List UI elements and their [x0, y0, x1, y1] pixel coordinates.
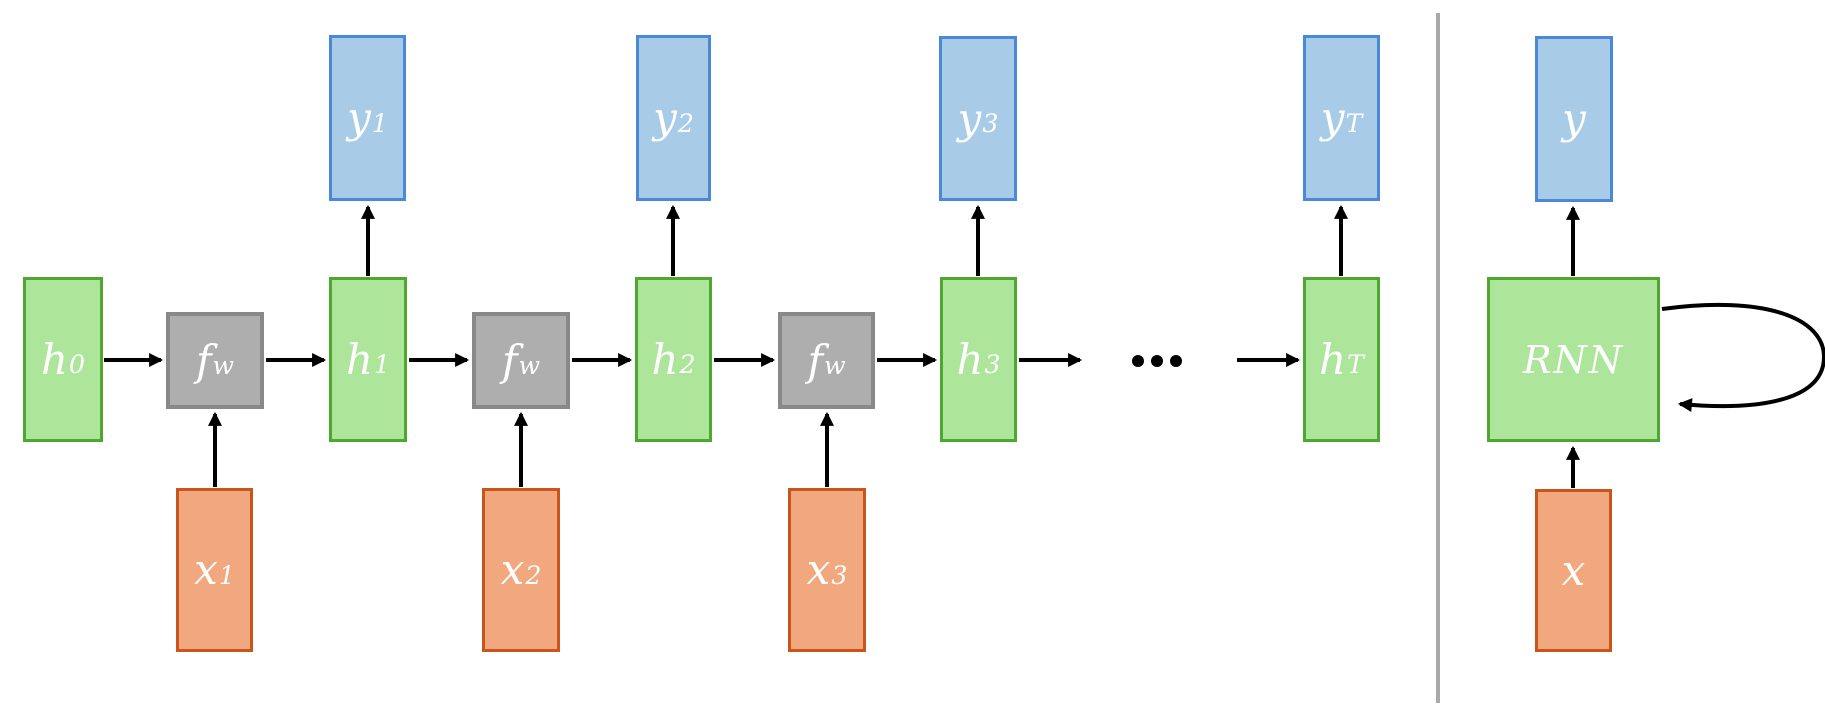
node-label: x — [500, 545, 525, 594]
ellipsis-dot — [1170, 355, 1182, 367]
node-rnn: RNN — [1487, 277, 1660, 442]
node-label-subscript: 1 — [374, 350, 391, 380]
node-label: f — [501, 335, 518, 385]
node-x: x — [1535, 489, 1612, 652]
section-divider-line — [1436, 13, 1440, 703]
node-label: x — [1561, 545, 1586, 595]
node-label: f — [195, 335, 212, 385]
node-label-subscript: 1 — [371, 108, 388, 138]
ellipsis-dot — [1132, 355, 1144, 367]
node-y: y — [1535, 36, 1613, 202]
node-label-subscript: 3 — [982, 109, 999, 139]
node-label-subscript: 3 — [831, 560, 848, 590]
node-label: y — [347, 93, 371, 142]
node-label: f — [807, 335, 823, 385]
node-label-subscript: 1 — [218, 560, 235, 590]
node-label-subscript: w — [212, 351, 235, 381]
node-label: h — [345, 334, 374, 384]
arrow-rnn-self-loop — [1661, 302, 1825, 413]
node-label: RNN — [1522, 337, 1625, 382]
node-label-subscript: 0 — [69, 350, 86, 380]
node-label: h — [1319, 334, 1347, 384]
node-label: y — [1562, 94, 1586, 143]
node-label-subscript: 2 — [525, 560, 542, 590]
node-label-subscript: 3 — [984, 350, 1001, 380]
node-label-subscript: w — [823, 351, 846, 381]
node-label-subscript: T — [1345, 108, 1363, 138]
ellipsis-dot — [1151, 355, 1163, 367]
node-label-subscript: w — [518, 351, 541, 381]
node-label: y — [653, 93, 677, 142]
node-label: h — [956, 334, 984, 384]
node-label: y — [1320, 93, 1345, 142]
node-label: h — [40, 334, 69, 384]
node-label: h — [651, 334, 679, 384]
node-label-subscript: 2 — [679, 350, 696, 380]
node-label-subscript: 2 — [677, 108, 694, 138]
node-label: y — [957, 93, 982, 143]
node-label: x — [806, 545, 831, 594]
node-label: x — [194, 545, 218, 594]
node-label-subscript: T — [1347, 350, 1364, 380]
